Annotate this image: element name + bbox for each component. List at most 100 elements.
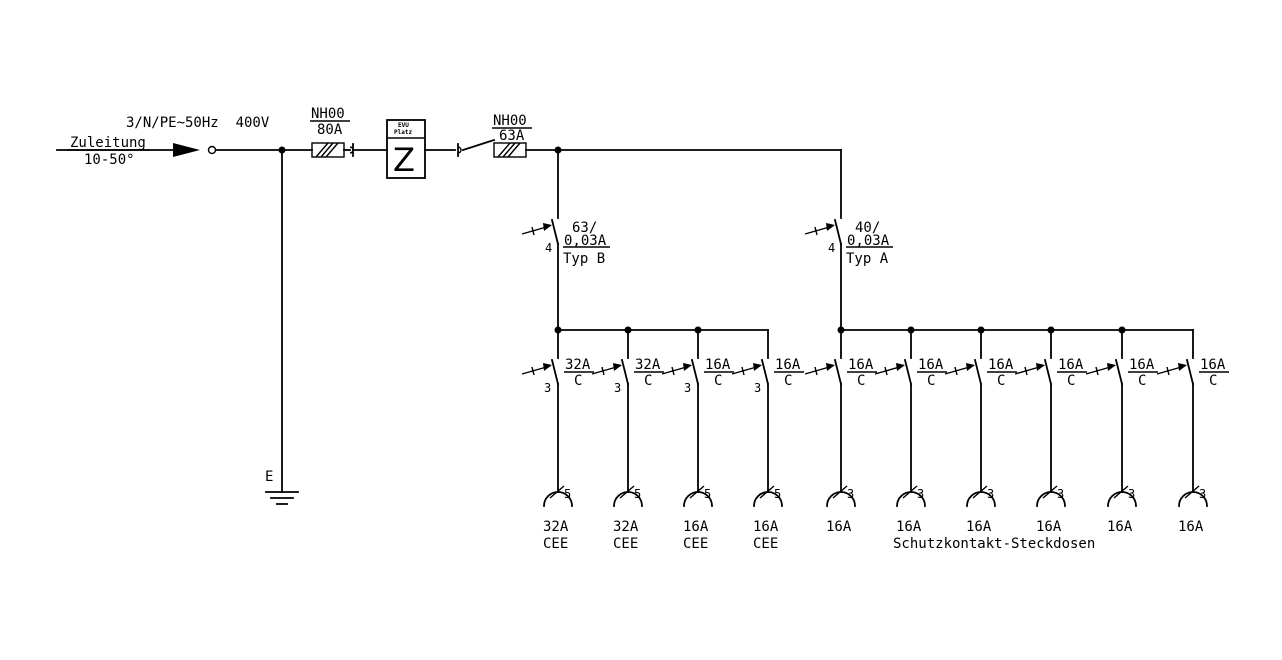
socket-type: CEE: [683, 536, 708, 552]
socket-rating: 16A: [826, 519, 852, 535]
meter-box: EVU Platz Z: [386, 119, 426, 179]
socket-icon: [613, 485, 643, 507]
rcd-1: 63/0,03A Typ B 4: [521, 149, 610, 331]
breaker-symbol: [591, 358, 630, 386]
socket-rating: 16A: [683, 519, 709, 535]
breaker-symbol: [521, 358, 560, 386]
breaker-rating: 16A: [775, 357, 801, 373]
rcd-switch-symbol: [521, 218, 560, 246]
breaker-curve: C: [997, 373, 1005, 389]
socket-poles: 3: [1199, 487, 1206, 501]
rcd-switch-symbol: [804, 218, 843, 246]
breaker-rating: 16A: [705, 357, 731, 373]
rcd-rating: 63/: [572, 220, 597, 236]
breaker-symbol: [731, 358, 770, 386]
breaker-poles: 3: [614, 381, 621, 395]
breaker-curve: C: [1209, 373, 1217, 389]
socket-poles: 5: [774, 487, 781, 501]
socket-rating: 32A: [613, 519, 639, 535]
breaker-symbol: [1156, 358, 1195, 386]
breaker-curve: C: [927, 373, 935, 389]
socket-type: CEE: [613, 536, 638, 552]
main-fuse-rating: 80A: [317, 122, 343, 138]
breaker-curve: C: [857, 373, 865, 389]
rcd-sensitivity: 0,03A: [564, 233, 607, 249]
breaker-curve: C: [1067, 373, 1075, 389]
supply-name: Zuleitung: [70, 135, 146, 151]
rcd-sensitivity: 0,03A: [847, 233, 890, 249]
socket-poles: 5: [564, 487, 571, 501]
second-fuse: [493, 142, 527, 158]
main-switch: [457, 138, 496, 157]
breaker-rating: 32A: [565, 357, 591, 373]
socket-icon: [1178, 485, 1208, 507]
supply-terminal: [207, 145, 217, 155]
socket-icon: [826, 485, 856, 507]
second-fuse-rating: 63A: [499, 128, 525, 144]
breaker-symbol: [1085, 358, 1124, 386]
breaker-poles: 3: [684, 381, 691, 395]
meter-label-top: EVU: [398, 122, 409, 129]
breaker-curve: C: [574, 373, 582, 389]
breaker-curve: C: [784, 373, 792, 389]
breaker-symbol: [874, 358, 913, 386]
socket-poles: 5: [704, 487, 711, 501]
socket-icon: [896, 485, 926, 507]
socket-icon: [753, 485, 783, 507]
socket-icon: [966, 485, 996, 507]
socket-icon: [1036, 485, 1066, 507]
supply-cable: 10-50°: [84, 152, 135, 168]
breaker-symbol: [1014, 358, 1053, 386]
second-fuse-type: NH00: [493, 113, 527, 129]
socket-type: CEE: [543, 536, 568, 552]
breaker-symbol: [944, 358, 983, 386]
breaker-symbol: [661, 358, 700, 386]
meter-label-bottom: Platz: [394, 129, 412, 136]
socket-icon: [543, 485, 573, 507]
breaker-symbol: [804, 358, 843, 386]
breaker-rating: 16A: [988, 357, 1014, 373]
main-fuse-type: NH00: [311, 106, 345, 122]
breaker-rating: 32A: [635, 357, 661, 373]
main-fuse: [311, 142, 354, 158]
socket-icon: [683, 485, 713, 507]
branch-layer: 32AC3532ACEE32AC3532ACEE16AC3516ACEE16AC…: [521, 326, 1229, 552]
breaker-rating: 16A: [1058, 357, 1084, 373]
rcd-poles: 4: [828, 241, 835, 255]
schuko-group-label: Schutzkontakt-Steckdosen: [893, 536, 1095, 552]
breaker-rating: 16A: [1200, 357, 1226, 373]
rcd-rating: 40/: [855, 220, 880, 236]
breaker-rating: 16A: [848, 357, 874, 373]
breaker-poles: 3: [754, 381, 761, 395]
socket-type: CEE: [753, 536, 778, 552]
socket-rating: 16A: [1107, 519, 1133, 535]
meter-symbol: Z: [393, 141, 415, 179]
socket-poles: 3: [917, 487, 924, 501]
rcd-type: Typ B: [563, 251, 605, 267]
supply-system: 3/N/PE~50Hz 400V: [126, 115, 270, 131]
socket-poles: 3: [847, 487, 854, 501]
rcd-poles: 4: [545, 241, 552, 255]
socket-rating: 16A: [1178, 519, 1204, 535]
earth-label: E: [265, 469, 273, 485]
breaker-rating: 16A: [1129, 357, 1155, 373]
socket-icon: [1107, 485, 1137, 507]
socket-poles: 3: [987, 487, 994, 501]
socket-rating: 16A: [1036, 519, 1062, 535]
breaker-curve: C: [644, 373, 652, 389]
socket-rating: 16A: [896, 519, 922, 535]
breaker-rating: 16A: [918, 357, 944, 373]
